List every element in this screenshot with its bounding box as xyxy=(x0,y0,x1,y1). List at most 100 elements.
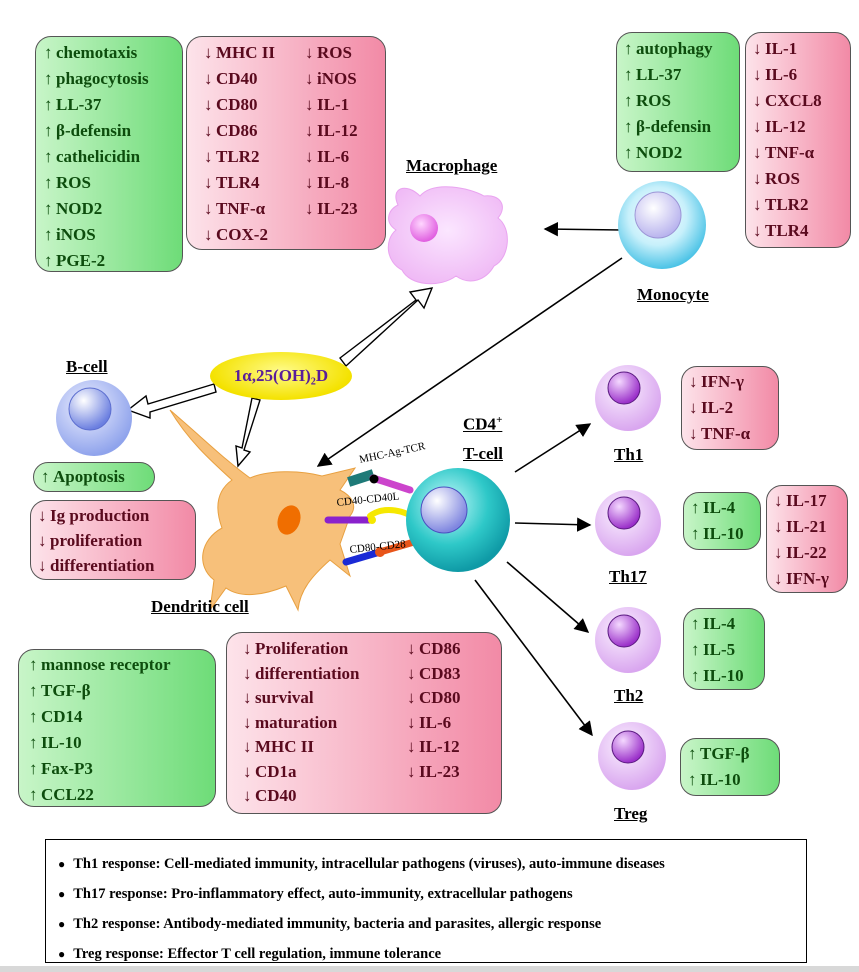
th17-up-box: IL-4IL-10 xyxy=(683,492,761,550)
bcell-up-item: Apoptosis xyxy=(41,464,154,490)
th2-cell xyxy=(595,607,661,673)
macrophage-down-col2-item: ROS xyxy=(305,40,358,66)
macrophage-up-item: PGE-2 xyxy=(44,248,182,274)
dc-down-col1-item: CD1a xyxy=(243,760,360,785)
label-treg: Treg xyxy=(614,804,648,823)
th2-up-list: IL-4IL-5IL-10 xyxy=(691,611,764,689)
monocyte-down-item: IL-1 xyxy=(753,36,850,62)
dc-down-col2-item: IL-6 xyxy=(407,711,461,736)
macrophage-down-col1-item: CD40 xyxy=(204,66,275,92)
dc-down-col2-item: CD80 xyxy=(407,686,461,711)
dc-down-col1-item: Proliferation xyxy=(243,637,360,662)
dc-down-col2-item: IL-23 xyxy=(407,760,461,785)
macrophage-down-col2-list: ROSiNOSIL-1IL-12IL-6IL-8IL-23 xyxy=(305,40,358,222)
legend-item-th17: Th17 response: Pro-inflammatory effect, … xyxy=(58,879,796,909)
macrophage-up-item: ROS xyxy=(44,170,182,196)
dc-up-item: TGF-β xyxy=(29,678,215,704)
macrophage-down-col1-list: MHC IICD40CD80CD86TLR2TLR4TNF-αCOX-2 xyxy=(204,40,275,248)
legend-item-treg: Treg response: Effector T cell regulatio… xyxy=(58,939,796,969)
dc-down-col2-item: CD83 xyxy=(407,662,461,687)
dendritic-down-box: Proliferationdifferentiationsurvivalmatu… xyxy=(226,632,502,814)
dc-down-col1-item: MHC II xyxy=(243,735,360,760)
dc-up-item: CCL22 xyxy=(29,782,215,808)
macrophage-up-box: chemotaxisphagocytosisLL-37β-defensincat… xyxy=(35,36,183,272)
label-tcell: T-cell xyxy=(463,444,503,463)
th17-up-item: IL-10 xyxy=(691,521,760,547)
label-dendritic-cell: Dendritic cell xyxy=(151,597,249,616)
monocyte-down-box: IL-1IL-6CXCL8IL-12TNF-αROSTLR2TLR4 xyxy=(745,32,851,248)
th17-down-item: IL-17 xyxy=(774,488,847,514)
macrophage-cell xyxy=(387,186,508,285)
treg-up-item: TGF-β xyxy=(688,741,779,767)
label-bcell: B-cell xyxy=(66,357,108,376)
monocyte-down-item: ROS xyxy=(753,166,850,192)
arrow-monocyte-to-dendritic xyxy=(316,257,623,467)
label-cd4-sup: + xyxy=(496,414,503,426)
th17-down-item: IFN-γ xyxy=(774,566,847,592)
treg-up-list: TGF-βIL-10 xyxy=(688,741,779,793)
dc-down-col2-item: IL-12 xyxy=(407,735,461,760)
th17-down-item: IL-21 xyxy=(774,514,847,540)
arrow-tcell-to-th1 xyxy=(514,423,592,473)
vitd-hollow-arrows xyxy=(126,287,434,468)
th2-up-item: IL-5 xyxy=(691,637,764,663)
label-mhc-tcr: MHC-Ag-TCR xyxy=(358,440,427,466)
label-th17: Th17 xyxy=(609,567,647,586)
macrophage-down-col1-item: CD86 xyxy=(204,118,275,144)
macrophage-down-col1-item: TLR2 xyxy=(204,144,275,170)
monocyte-up-item: autophagy xyxy=(624,36,739,62)
bottom-edge-strip xyxy=(0,966,859,972)
legend-item-th1: Th1 response: Cell-mediated immunity, in… xyxy=(58,849,796,879)
th1-down-item: TNF-α xyxy=(689,421,778,447)
macrophage-up-item: β-defensin xyxy=(44,118,182,144)
macrophage-down-col1-item: MHC II xyxy=(204,40,275,66)
treg-up-box: TGF-βIL-10 xyxy=(680,738,780,796)
th17-down-box: IL-17IL-21IL-22IFN-γ xyxy=(766,485,848,593)
monocyte-down-item: IL-12 xyxy=(753,114,850,140)
monocyte-down-item: CXCL8 xyxy=(753,88,850,114)
dendritic-up-box: mannose receptorTGF-βCD14IL-10Fax-P3CCL2… xyxy=(18,649,216,807)
monocyte-down-list: IL-1IL-6CXCL8IL-12TNF-αROSTLR2TLR4 xyxy=(753,36,850,244)
label-th2: Th2 xyxy=(614,686,644,705)
macrophage-down-col1-item: CD80 xyxy=(204,92,275,118)
label-cd80-cd28: CD80-CD28 xyxy=(349,538,407,556)
bcell-up-box: Apoptosis xyxy=(33,462,155,492)
macrophage-down-col2-item: IL-12 xyxy=(305,118,358,144)
treg-cell xyxy=(598,722,666,790)
monocyte-up-item: β-defensin xyxy=(624,114,739,140)
monocyte-up-item: ROS xyxy=(624,88,739,114)
macrophage-down-col2-item: IL-8 xyxy=(305,170,358,196)
bcell-up-list: Apoptosis xyxy=(41,464,154,490)
macrophage-down-col2-item: iNOS xyxy=(305,66,358,92)
dendritic-cell xyxy=(169,409,357,612)
dc-up-item: mannose receptor xyxy=(29,652,215,678)
th17-down-item: IL-22 xyxy=(774,540,847,566)
bcell-cell xyxy=(56,380,132,456)
monocyte-down-item: IL-6 xyxy=(753,62,850,88)
dc-up-item: IL-10 xyxy=(29,730,215,756)
macrophage-up-item: cathelicidin xyxy=(44,144,182,170)
bcell-down-item: Ig production xyxy=(38,503,195,528)
macrophage-down-col2-item: IL-23 xyxy=(305,196,358,222)
bcell-down-list: Ig productionproliferationdifferentiatio… xyxy=(38,503,195,578)
monocyte-down-item: TNF-α xyxy=(753,140,850,166)
macrophage-up-item: NOD2 xyxy=(44,196,182,222)
th17-cell xyxy=(595,490,661,556)
dc-up-list: mannose receptorTGF-βCD14IL-10Fax-P3CCL2… xyxy=(29,652,215,808)
th1-down-box: IFN-γIL-2TNF-α xyxy=(681,366,779,450)
monocyte-down-item: TLR2 xyxy=(753,192,850,218)
th17-up-list: IL-4IL-10 xyxy=(691,495,760,547)
label-th1: Th1 xyxy=(614,445,644,464)
dc-up-item: Fax-P3 xyxy=(29,756,215,782)
legend-item-th2: Th2 response: Antibody-mediated immunity… xyxy=(58,909,796,939)
macrophage-up-item: iNOS xyxy=(44,222,182,248)
monocyte-up-box: autophagyLL-37ROSβ-defensinNOD2 xyxy=(616,32,740,172)
th2-up-item: IL-10 xyxy=(691,663,764,689)
vitd-arrow-to-macrophage xyxy=(339,287,434,368)
receptor-pairs xyxy=(324,469,418,566)
macrophage-up-item: chemotaxis xyxy=(44,40,182,66)
dc-down-col1-item: maturation xyxy=(243,711,360,736)
dc-down-col1-item: differentiation xyxy=(243,662,360,687)
th17-down-list: IL-17IL-21IL-22IFN-γ xyxy=(774,488,847,592)
th1-down-list: IFN-γIL-2TNF-α xyxy=(689,369,778,447)
